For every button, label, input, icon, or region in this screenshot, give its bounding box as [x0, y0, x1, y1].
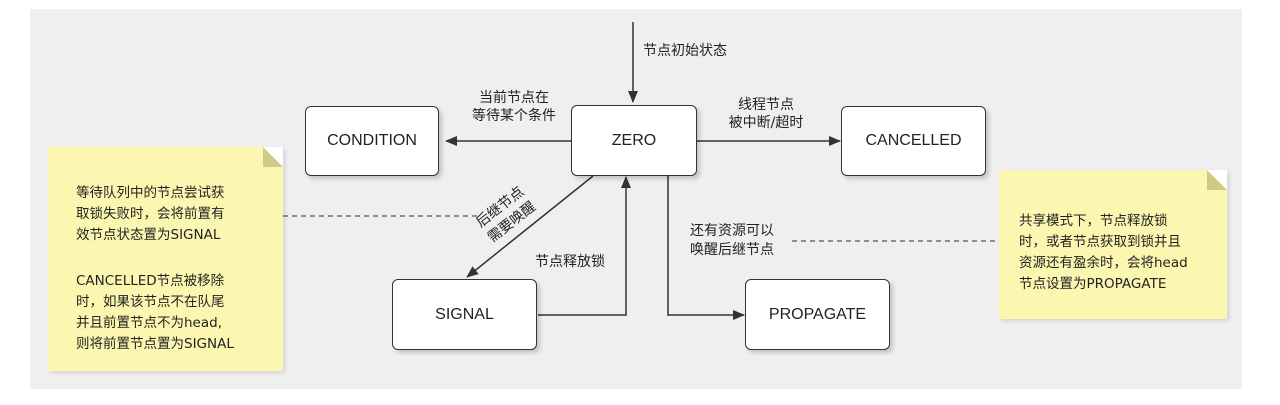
state-zero: ZERO: [571, 105, 697, 176]
note-left-para2: CANCELLED节点被移除 时，如果该节点不在队尾 并且前置节点不为head,…: [76, 273, 234, 352]
label-to-condition-line2: 等待某个条件: [472, 108, 556, 124]
label-to-cancelled-line1: 线程节点: [738, 97, 794, 113]
state-condition: CONDITION: [305, 106, 439, 176]
note-right-fold: [1207, 170, 1227, 190]
state-signal: SIGNAL: [392, 279, 537, 350]
note-left: 等待队列中的节点尝试获 取锁失败时，会将前置有 效节点状态置为SIGNAL CA…: [48, 147, 283, 371]
zero-to-propagate-arrow: [667, 176, 745, 320]
label-to-propagate-line1: 还有资源可以: [690, 223, 774, 239]
state-cancelled: CANCELLED: [841, 106, 986, 176]
state-propagate: PROPAGATE: [745, 279, 890, 350]
signal-to-zero-arrow: [538, 176, 631, 316]
label-to-cancelled-line2: 被中断/超时: [728, 115, 804, 131]
note-right: 共享模式下，节点释放锁 时，或者节点获取到锁并且 资源还有盈余时，会将head …: [999, 170, 1227, 319]
label-to-condition-line1: 当前节点在: [479, 90, 549, 106]
note-left-para1: 等待队列中的节点尝试获 取锁失败时，会将前置有 效节点状态置为SIGNAL: [76, 185, 225, 243]
label-signal-release: 节点释放锁: [535, 254, 605, 270]
zero-to-signal-arrow: [466, 175, 594, 278]
label-initial-state: 节点初始状态: [643, 43, 727, 59]
note-left-fold: [263, 147, 283, 167]
note-right-para: 共享模式下，节点释放锁 时，或者节点获取到锁并且 资源还有盈余时，会将head …: [1019, 213, 1188, 292]
label-to-propagate-line2: 唤醒后继节点: [690, 242, 774, 258]
